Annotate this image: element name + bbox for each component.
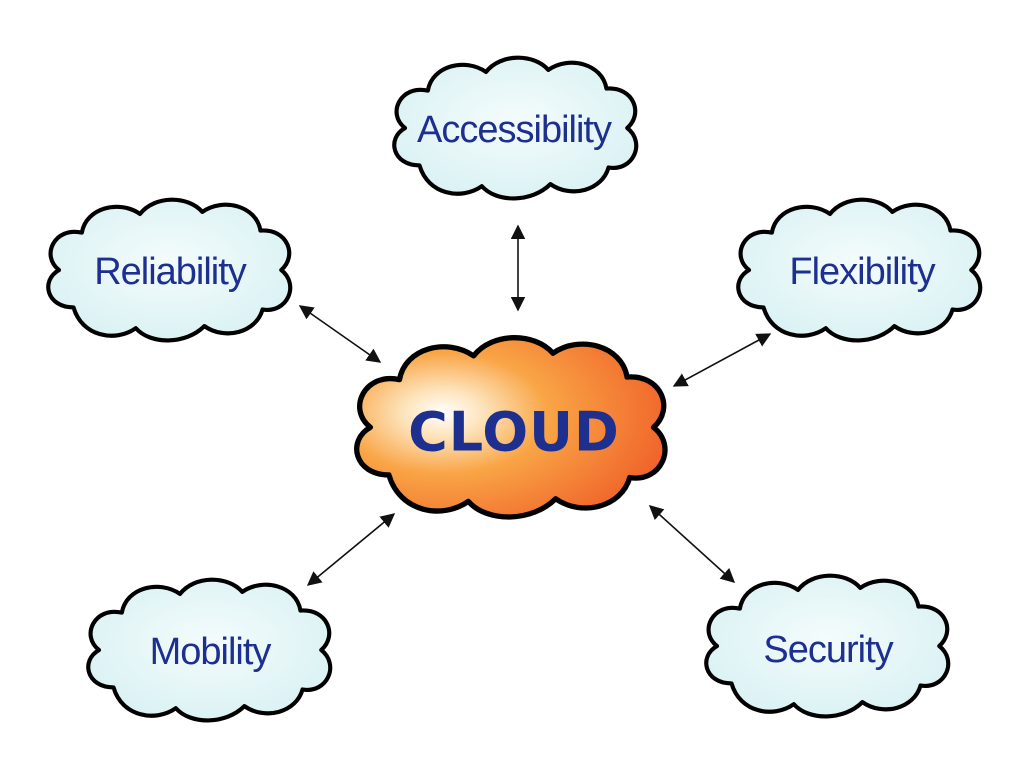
node-label-accessibility: Accessibility xyxy=(417,109,612,151)
edge-mobility xyxy=(306,513,396,586)
node-security: Security xyxy=(706,576,948,717)
edge-flexibility xyxy=(672,333,772,387)
node-reliability: Reliability xyxy=(48,200,290,341)
node-mobility: Mobility xyxy=(88,580,330,721)
node-label-flexibility: Flexibility xyxy=(789,251,935,293)
node-accessibility: Accessibility xyxy=(394,58,636,199)
node-label-security: Security xyxy=(763,629,893,671)
node-label-reliability: Reliability xyxy=(94,251,247,293)
node-flexibility: Flexibility xyxy=(738,200,980,341)
center-label: CLOUD xyxy=(408,401,620,464)
node-label-mobility: Mobility xyxy=(150,631,272,673)
node-center-cloud: CLOUD xyxy=(357,338,665,517)
edge-security xyxy=(648,505,736,583)
edge-reliability xyxy=(298,305,382,363)
